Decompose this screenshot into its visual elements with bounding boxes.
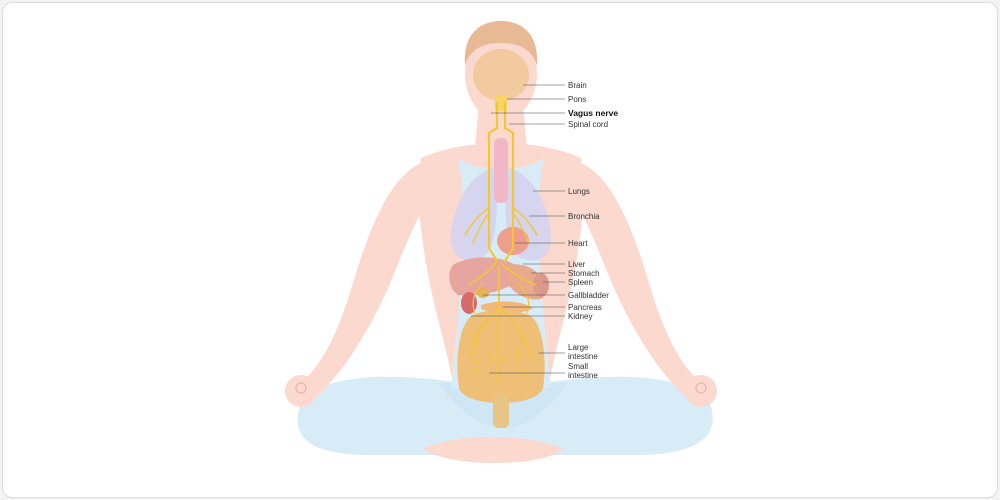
label-gallbladder: Gallbladder [568,291,609,300]
label-heart: Heart [568,239,588,248]
rectum-organ [493,393,509,428]
label-lungs: Lungs [568,187,590,196]
label-brain: Brain [568,81,587,90]
head [464,21,538,148]
right-hand [685,375,717,407]
label-small-intestine-line1: Small [568,362,588,371]
organ-labels: Brain Pons Vagus nerve Spinal cord Lungs… [568,81,618,380]
label-large-intestine-line1: Large [568,343,589,352]
label-pancreas: Pancreas [568,303,602,312]
label-bronchia: Bronchia [568,212,600,221]
brain-organ [473,49,529,101]
label-spleen: Spleen [568,278,593,287]
arms [285,163,717,407]
vagus-nerve-diagram: Brain Pons Vagus nerve Spinal cord Lungs… [285,21,717,463]
spine [494,138,508,203]
intestines-organ [457,309,545,403]
leader-lines [471,84,565,374]
label-pons: Pons [568,95,586,104]
label-liver: Liver [568,260,586,269]
label-kidney: Kidney [568,312,592,321]
label-spinal-cord: Spinal cord [568,120,608,129]
gallbladder-organ [477,288,489,298]
label-vagus-nerve: Vagus nerve [568,108,618,118]
label-large-intestine-line2: intestine [568,352,598,361]
label-stomach: Stomach [568,269,600,278]
vagus-nerve [464,101,538,384]
left-hand [285,375,317,407]
label-small-intestine-line2: intestine [568,371,598,380]
spleen-organ [533,273,549,297]
